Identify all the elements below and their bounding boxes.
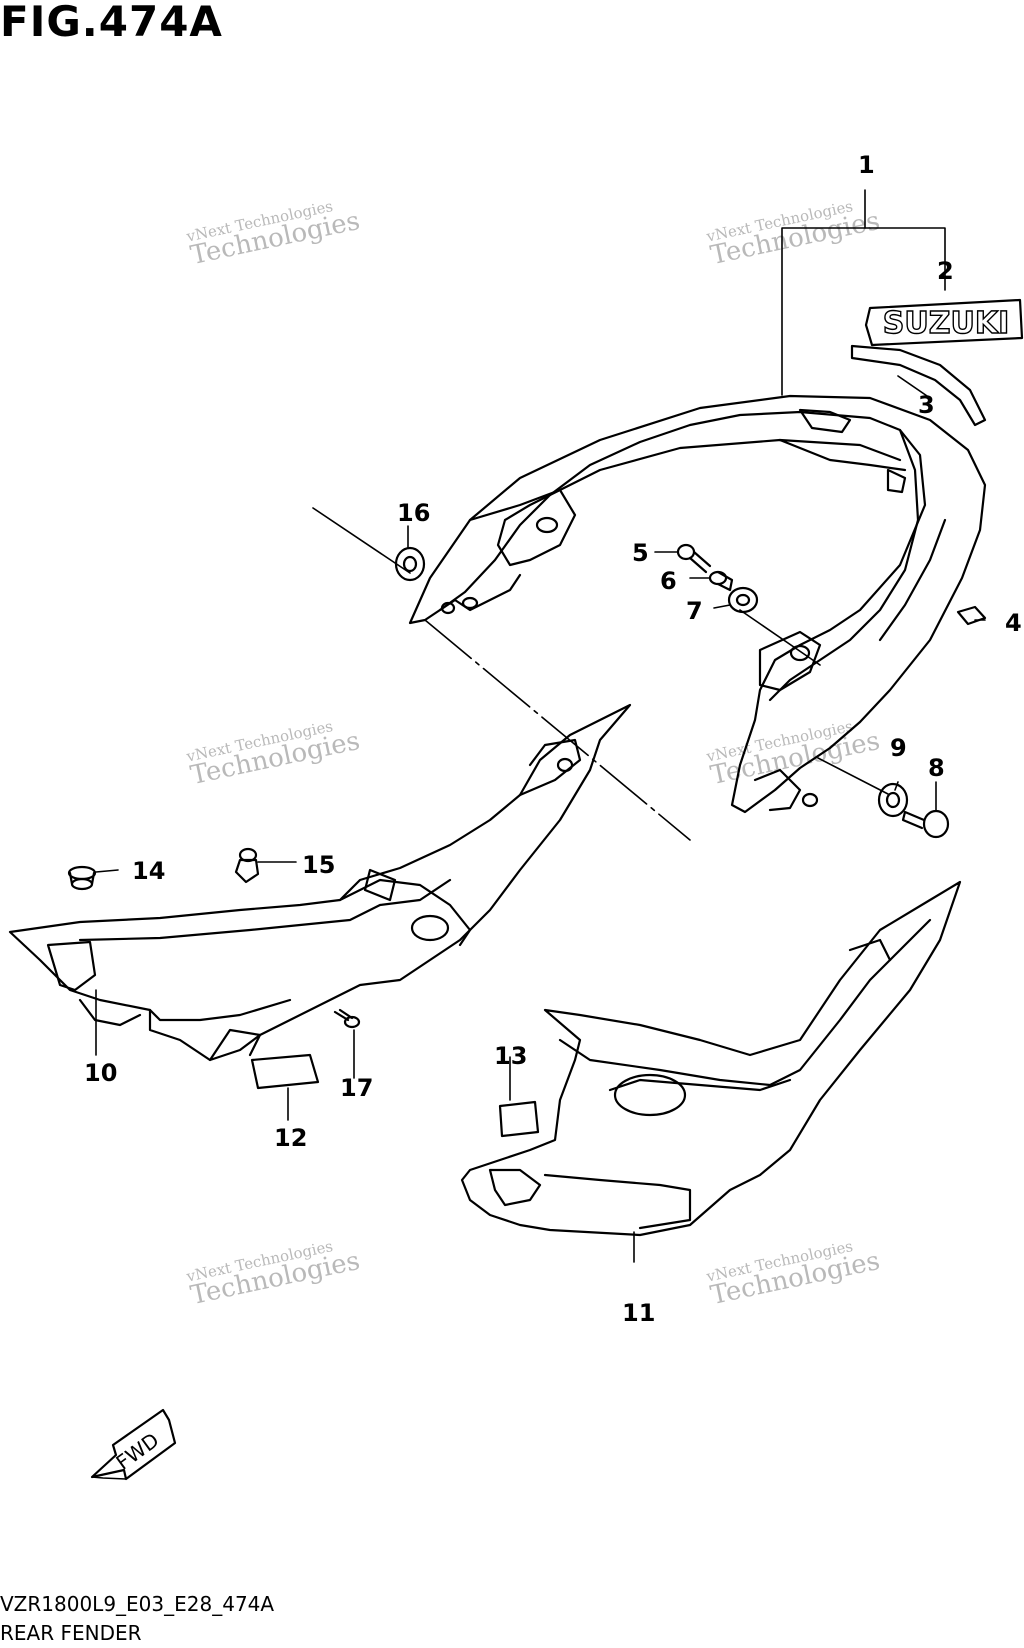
- part-14-grommet: [67, 865, 97, 891]
- callout-1: 1: [858, 151, 875, 179]
- callout-3: 3: [918, 391, 935, 419]
- callout-6: 6: [660, 567, 677, 595]
- part-5-bolt: [676, 543, 712, 574]
- callout-5: 5: [632, 539, 649, 567]
- part-8-screw: [901, 809, 950, 839]
- callout-10: 10: [84, 1059, 118, 1087]
- callout-11: 11: [622, 1299, 656, 1327]
- callout-2: 2: [937, 257, 954, 285]
- part-1-seat-tail-cowl: [408, 394, 987, 814]
- part-6-collar: [708, 570, 734, 592]
- callout-12: 12: [274, 1124, 308, 1152]
- part-2-emblem: [864, 298, 1024, 347]
- part-13-pad: [498, 1100, 540, 1138]
- part-12-pad: [250, 1053, 320, 1090]
- part-10-rear-fender: [8, 703, 632, 1062]
- part-9-cushion: [877, 782, 909, 818]
- callout-14: 14: [132, 857, 166, 885]
- emblem-text: SUZUKI: [883, 306, 1010, 341]
- callout-16: 16: [397, 499, 431, 527]
- callout-8: 8: [928, 754, 945, 782]
- part-17-screw: [333, 1008, 361, 1029]
- fwd-arrow: [90, 1408, 177, 1481]
- callout-9: 9: [890, 734, 907, 762]
- diagram-code: VZR1800L9_E03_E28_474A: [0, 1592, 275, 1616]
- part-16-cushion: [394, 546, 426, 582]
- callout-15: 15: [302, 851, 336, 879]
- part-11-side-cover: [460, 880, 962, 1237]
- callout-4: 4: [1005, 609, 1022, 637]
- callout-13: 13: [494, 1042, 528, 1070]
- part-3-tape: [850, 344, 987, 427]
- callout-17: 17: [340, 1074, 374, 1102]
- part-4-nut: [956, 605, 987, 626]
- leader-lines: [95, 189, 986, 1263]
- part-15-clip: [234, 847, 260, 884]
- diagram-name: REAR FENDER: [0, 1621, 142, 1645]
- assembly-axis-lines: [312, 507, 889, 841]
- part-7-cushion: [727, 586, 759, 614]
- callout-7: 7: [686, 597, 703, 625]
- figure-title: FIG.474A: [0, 0, 223, 46]
